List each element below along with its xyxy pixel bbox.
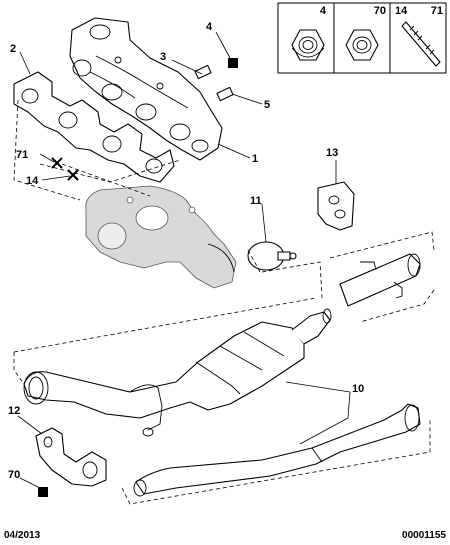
pipe-bracket (35, 427, 107, 487)
nut-marker-square (228, 58, 238, 68)
hardware-label-nut-a: 4 (320, 5, 327, 17)
exhaust-manifold (69, 17, 223, 161)
manifold-stud-upper (194, 64, 212, 80)
flange-nut-icon (291, 29, 325, 61)
threaded-stud-icon (401, 21, 441, 67)
hardware-label-stud-left: 14 (395, 5, 408, 17)
callout-11: 11 (250, 195, 262, 207)
callout-5: 5 (264, 99, 270, 111)
callout-70: 70 (8, 469, 20, 481)
rubber-mount (317, 181, 355, 231)
callout-12: 12 (8, 405, 20, 417)
intermediate-pipe (339, 253, 421, 307)
callout-71: 71 (16, 149, 28, 161)
hardware-label-stud-right: 71 (431, 5, 443, 17)
manifold-gasket (13, 71, 175, 183)
assembly-dash-lines (13, 99, 435, 505)
stud-cross-marker-71 (51, 157, 63, 169)
callout-1: 1 (252, 153, 258, 165)
callout-numbers: 2 3 4 5 1 71 14 13 11 10 12 70 (8, 21, 364, 481)
footer-reference-number: 00001155 (402, 530, 446, 541)
exhaust-clamp (247, 241, 297, 271)
front-pipe (133, 403, 421, 497)
hardware-label-nut-b: 70 (374, 5, 386, 17)
bracket-nut-marker-square (38, 487, 48, 497)
callout-2: 2 (10, 43, 16, 55)
manifold-stud-lower (216, 86, 234, 102)
catalytic-converter-pipe (23, 308, 332, 437)
leader-lines (17, 31, 351, 489)
callout-3: 3 (160, 51, 166, 63)
callout-14: 14 (26, 175, 39, 187)
hardware-legend-box: 4 70 14 71 (277, 2, 447, 74)
footer-date: 04/2013 (4, 530, 41, 541)
callout-4: 4 (206, 21, 213, 33)
hex-nut-icon (345, 29, 379, 61)
turbocharger (85, 185, 237, 289)
callout-10: 10 (352, 383, 364, 395)
callout-13: 13 (326, 147, 338, 159)
